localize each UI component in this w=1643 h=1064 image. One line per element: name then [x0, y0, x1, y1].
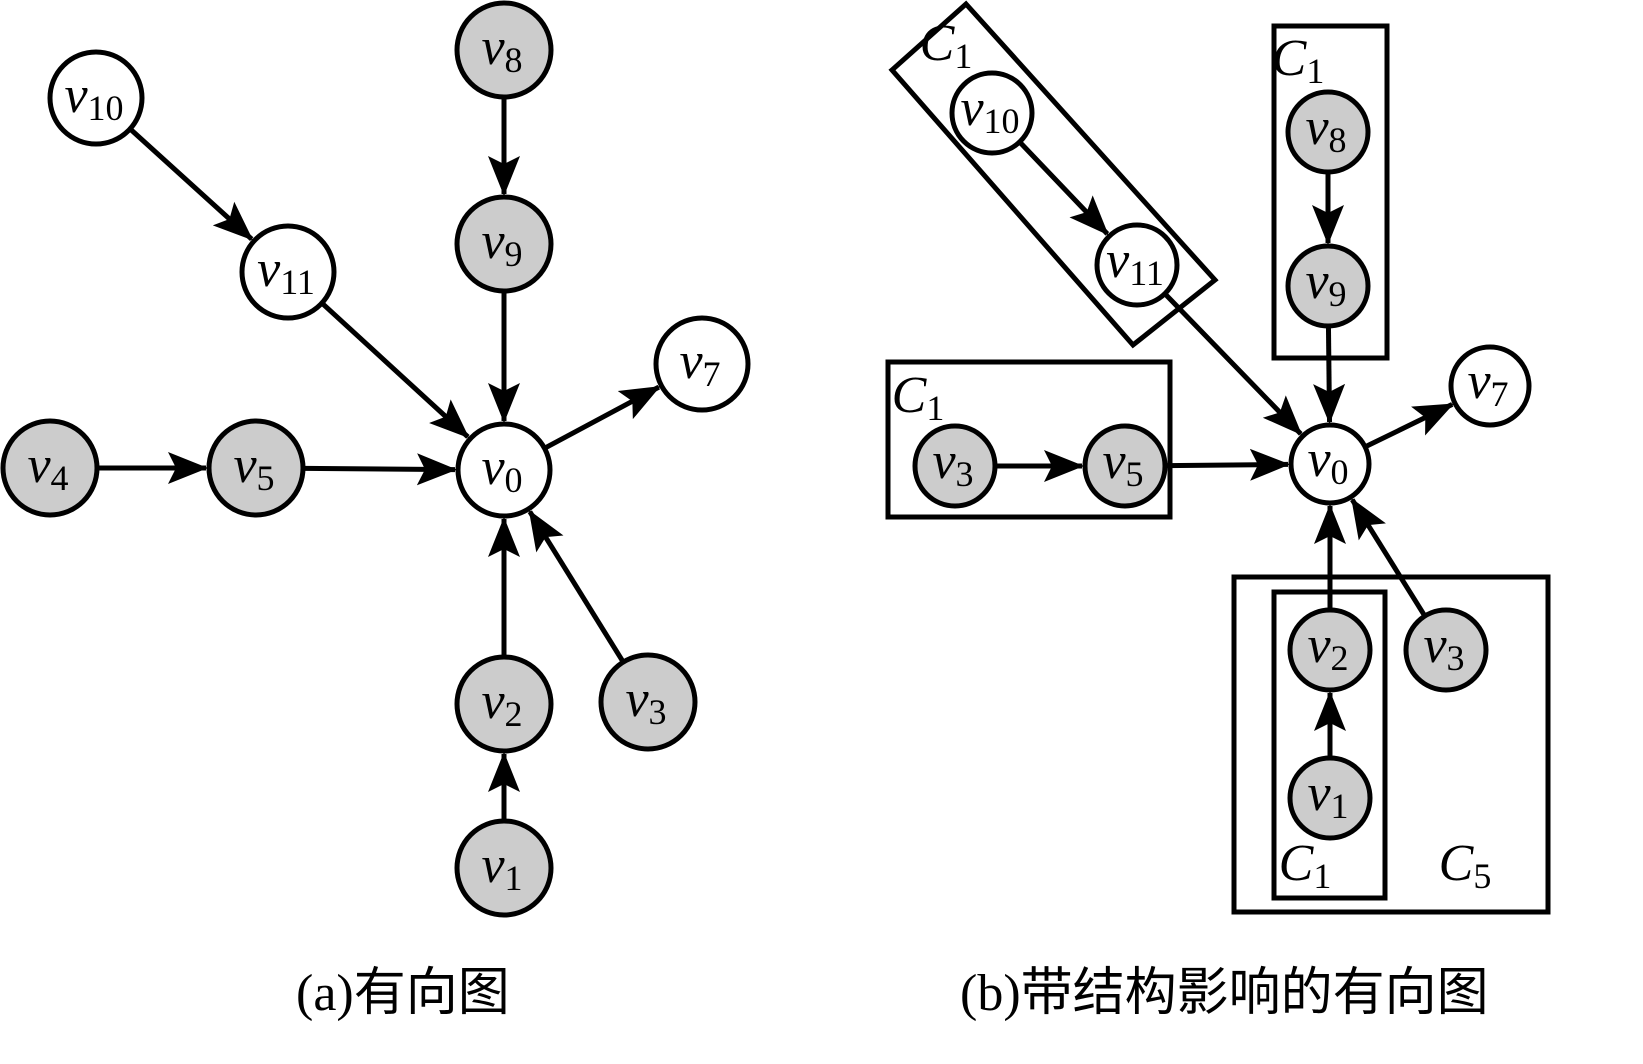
- group-box-g-outer: [1231, 574, 1551, 915]
- node-label: v11: [1106, 232, 1164, 293]
- node-label: v5: [233, 437, 274, 498]
- group-label-g-v1-v2: C1: [1279, 835, 1332, 896]
- node-b-v5: v5: [1082, 423, 1168, 509]
- node-a-v1: v1: [454, 818, 554, 918]
- caption-panel-b: (b)带结构影响的有向图: [960, 965, 1489, 1022]
- node-circle: [1287, 755, 1373, 841]
- edge-b-v9-v0: [1313, 327, 1346, 425]
- node-circle: [1082, 423, 1168, 509]
- edge-a-v5-v0: [304, 453, 458, 486]
- edge-a-v11-v0: [321, 302, 470, 439]
- node-a-v10: v10: [47, 49, 145, 147]
- node-label: v3: [625, 671, 666, 732]
- node-label: v1: [481, 837, 522, 898]
- node-circle: [1288, 422, 1372, 506]
- node-b-v2: v2: [1287, 607, 1373, 693]
- node-circle: [1403, 607, 1489, 693]
- node-circle: [1285, 243, 1371, 329]
- node-label: v3: [1423, 617, 1464, 678]
- edge-b-v0-v7: [1365, 402, 1455, 449]
- node-a-v7: v7: [653, 315, 751, 413]
- node-circle: [1287, 607, 1373, 693]
- edge-b-v5-v0: [1166, 448, 1291, 481]
- node-circle: [598, 652, 698, 752]
- group-label-g-v10-v11: C1: [920, 15, 973, 76]
- node-a-v8: v8: [454, 0, 554, 100]
- node-b-v3: v3: [1403, 607, 1489, 693]
- node-circle: [454, 194, 554, 294]
- node-circle: [454, 0, 554, 100]
- group-label-g-v3-v5: C1: [892, 367, 945, 428]
- node-b-v8: v8: [1285, 89, 1371, 175]
- node-a-v4: v4: [0, 418, 100, 518]
- edge-b-v3-v0: [1350, 497, 1426, 616]
- node-label: v8: [1305, 99, 1346, 160]
- node-b-v11: v11: [1094, 222, 1180, 308]
- node-label: v0: [481, 439, 522, 500]
- node-a-v0: v0: [455, 421, 553, 519]
- node-a-v2: v2: [454, 654, 554, 754]
- node-circle: [653, 315, 751, 413]
- edge-b-v11-v0: [1164, 293, 1303, 436]
- node-label: v7: [1467, 353, 1508, 414]
- node-a-v9: v9: [454, 194, 554, 294]
- edge-a-v0-v7: [545, 384, 661, 450]
- node-circle: [1094, 222, 1180, 308]
- node-circle: [47, 49, 145, 147]
- node-circle: [949, 70, 1035, 156]
- node-b-v9: v9: [1285, 243, 1371, 329]
- node-label: v2: [1307, 617, 1348, 678]
- node-label: v7: [679, 333, 720, 394]
- node-label: v10: [64, 67, 123, 128]
- node-label: v9: [1305, 253, 1346, 314]
- node-label: v3: [932, 433, 973, 494]
- caption-panel-a: (a)有向图: [296, 965, 510, 1022]
- node-circle: [454, 654, 554, 754]
- node-label: v4: [27, 437, 68, 498]
- node-circle: [455, 421, 553, 519]
- node-a-v5: v5: [206, 418, 306, 518]
- node-b-v0: v0: [1288, 422, 1372, 506]
- group-box-g-v10-v11: [888, 0, 1219, 349]
- node-circle: [239, 223, 337, 321]
- node-a-v11: v11: [239, 223, 337, 321]
- group-box-g-v3-v5: [885, 359, 1173, 520]
- node-label: v2: [481, 673, 522, 734]
- node-b-v1: v1: [1287, 755, 1373, 841]
- node-circle: [1448, 344, 1532, 428]
- node-label: v10: [960, 80, 1019, 141]
- node-label: v5: [1102, 433, 1143, 494]
- edge-b-v10-v11: [1019, 141, 1110, 236]
- node-circle: [0, 418, 100, 518]
- node-label: v1: [1307, 765, 1348, 826]
- node-label: v0: [1307, 431, 1348, 492]
- node-label: v11: [257, 241, 315, 302]
- node-b-v7: v7: [1448, 344, 1532, 428]
- node-circle: [206, 418, 306, 518]
- node-circle: [912, 423, 998, 509]
- node-a-v3: v3: [598, 652, 698, 752]
- node-b-v3b: v3: [912, 423, 998, 509]
- group-label-g-outer: C5: [1439, 835, 1492, 896]
- node-circle: [1285, 89, 1371, 175]
- group-label-g-v8-v9: C1: [1272, 30, 1325, 91]
- node-label: v9: [481, 213, 522, 274]
- node-b-v10: v10: [949, 70, 1035, 156]
- edge-a-v10-v11: [129, 128, 254, 241]
- node-circle: [454, 818, 554, 918]
- edge-a-v3-v0: [527, 509, 625, 662]
- node-label: v8: [481, 19, 522, 80]
